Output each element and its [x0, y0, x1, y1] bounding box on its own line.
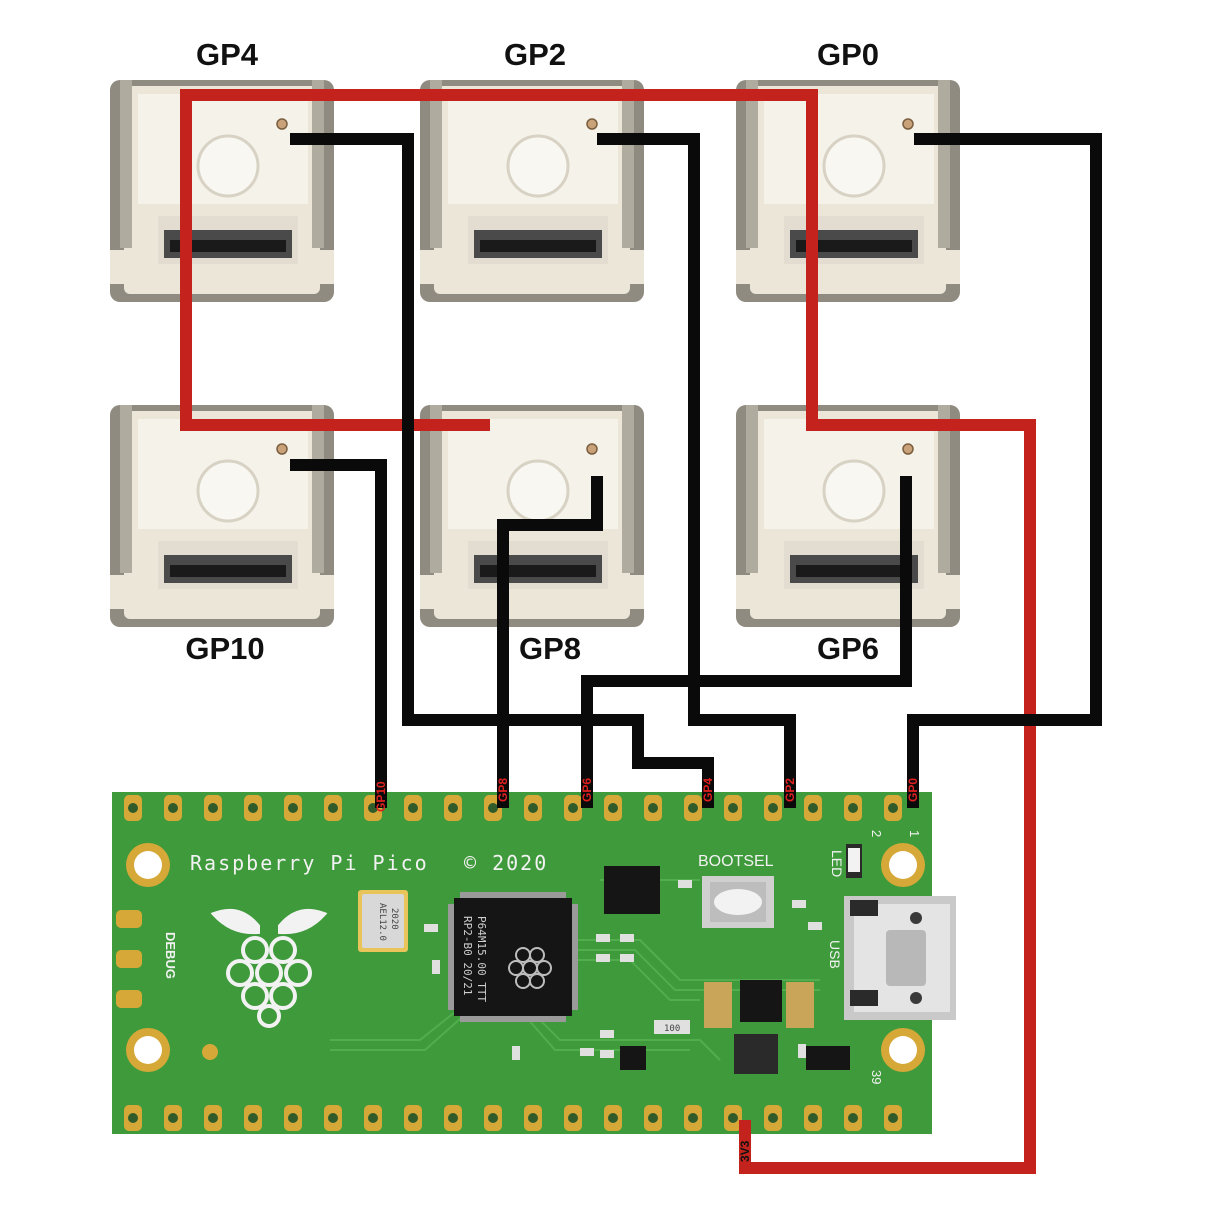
wire-gp2	[597, 133, 796, 808]
pin-label-gp6: GP6	[580, 778, 594, 802]
capacitor	[786, 982, 814, 1028]
wiring	[180, 89, 1102, 1174]
switch-label-gp10: GP10	[185, 631, 264, 666]
debug-pads	[116, 910, 142, 1008]
bootsel-label: BOOTSEL	[698, 853, 774, 870]
capacitor	[704, 982, 732, 1028]
svg-text:AEL12.0: AEL12.0	[377, 903, 387, 941]
pin-label-gp4: GP4	[701, 778, 715, 802]
wire-3v3	[180, 89, 1036, 1174]
usb-label: USB	[827, 940, 843, 969]
switch-gp8	[418, 403, 646, 629]
switch-gp4	[108, 78, 336, 304]
flash-chip	[604, 866, 660, 914]
pin39-label: 39	[869, 1070, 884, 1084]
crystal: AEL12.0 2020	[358, 890, 408, 952]
switch-label-gp6: GP6	[817, 631, 879, 666]
svg-text:2020: 2020	[389, 908, 399, 930]
switch-label-gp8: GP8	[519, 631, 581, 666]
svg-text:100: 100	[664, 1024, 680, 1034]
switch-label-gp2: GP2	[504, 37, 566, 72]
usb-connector	[844, 896, 956, 1020]
raspberry-chip-icon	[508, 947, 552, 989]
switch-label-gp0: GP0	[817, 37, 879, 72]
pin-label-gp0: GP0	[906, 778, 920, 802]
wire-gp8	[497, 476, 603, 808]
switch-label-gp4: GP4	[196, 37, 259, 72]
pico-board: AEL12.0 2020 RP2-B0 20/21 P64M15.00 TTT	[112, 792, 956, 1134]
wire-gp6	[581, 476, 912, 808]
wire-gp4	[290, 133, 714, 808]
wire-gp0	[907, 133, 1102, 808]
inductor	[734, 1034, 778, 1074]
diode	[806, 1046, 850, 1070]
debug-label: DEBUG	[163, 932, 178, 979]
switch-gp0	[734, 78, 962, 304]
switch-gp2	[418, 78, 646, 304]
led-label: LED	[829, 850, 845, 877]
switch-gp10	[108, 403, 336, 629]
pin-label-gp10: GP10	[374, 781, 388, 812]
rp2040-chip: RP2-B0 20/21 P64M15.00 TTT	[448, 892, 578, 1022]
pin-label-gp2: GP2	[783, 778, 797, 802]
resistor	[654, 1020, 690, 1034]
raspberry-pi-logo	[210, 909, 328, 1028]
svg-text:P64M15.00 TTT: P64M15.00 TTT	[475, 916, 488, 1002]
regulator-chip	[740, 980, 782, 1022]
pin1-label: 1	[907, 830, 922, 837]
pin-label-3v3: 3V3	[738, 1140, 752, 1162]
board-name: Raspberry Pi Pico	[190, 851, 429, 875]
bootsel-button	[702, 876, 774, 928]
smd-components	[424, 880, 822, 1060]
pin-label-gp8: GP8	[496, 778, 510, 802]
transistor	[620, 1046, 646, 1070]
wire-gp10	[290, 459, 387, 808]
pin2-label: 2	[869, 830, 884, 837]
svg-text:RP2-B0 20/21: RP2-B0 20/21	[461, 916, 474, 995]
switch-gp6	[734, 403, 962, 629]
board-copyright: © 2020	[464, 851, 548, 875]
